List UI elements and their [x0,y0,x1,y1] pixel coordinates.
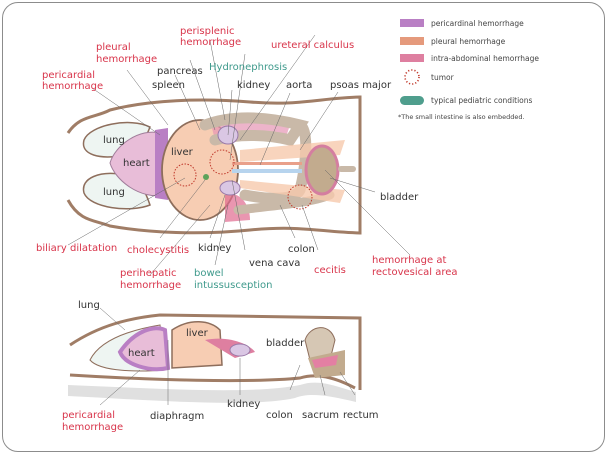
legend-swatch-pericardinal [400,19,424,27]
label-cecitis: cecitis [314,265,346,276]
side-label-kidney: kidney [227,399,260,410]
label-lung-upper: lung [103,135,125,146]
legend-label: tumor [431,73,455,82]
legend: pericardinal hemorrhage pleural hemorrha… [398,19,539,121]
legend-swatch-pleural [400,37,424,45]
side-label-liver: liver [186,328,209,339]
label-psoas-major: psoas major [330,80,392,91]
figure-frame [2,2,605,452]
pill-icon [400,96,424,105]
side-label-lung: lung [78,300,100,311]
vena-cava-shape [232,169,302,173]
label-liver: liver [171,147,194,158]
label-cholecystitis: cholecystitis [127,245,189,256]
side-liver-shape [171,321,223,369]
side-kidney-shape [229,343,251,357]
legend-label: pleural hemorrhage [431,37,506,46]
label-kidney-bottom: kidney [198,243,231,254]
leader-lines [67,34,411,276]
side-label-rectum: rectum [343,410,379,421]
side-leader-lines [99,307,356,406]
aorta-shape [232,162,302,165]
side-label-heart: heart [128,348,155,359]
body-outline [66,95,362,235]
side-label-diaphragm: diaphragm [150,411,204,422]
label-bladder: bladder [380,192,419,203]
label-aorta: aorta [286,80,312,91]
side-label-colon: colon [266,410,293,421]
bladder-shape [304,144,340,196]
legend-note: *The small intestine is also embedded. [398,113,525,121]
side-label-bladder: bladder [266,338,305,349]
side-body-outline [69,313,362,390]
label-vena-cava: vena cava [249,258,300,269]
tumor-kidney [209,149,235,175]
label-kidney-top: kidney [237,80,270,91]
rectum-shape [338,166,356,172]
side-rectovesical-hemorrhage [312,355,338,368]
label-ureteral-calculus: ureteral calculus [271,40,354,51]
label-hydronephrosis: Hydronephrosis [209,62,287,73]
dotted-circle-icon [404,69,420,85]
side-heart-shape [117,326,171,372]
label-heart: heart [123,158,150,169]
legend-label: intra-abdominal hemorrhage [431,54,539,63]
spine-shape [68,382,356,403]
kidney-lower-shape [219,180,241,196]
label-pancreas: pancreas [157,66,203,77]
side-back-outline [69,373,356,390]
legend-swatch-intra-abdominal [400,54,424,62]
gallbladder-shape [203,174,209,180]
tumor-cecum [287,184,313,210]
label-spleen: spleen [152,80,185,91]
side-label-sacrum: sacrum [302,410,339,421]
label-colon: colon [288,244,315,255]
label-biliary-dilatation: biliary dilatation [36,243,117,254]
psoas-lower [240,180,345,203]
legend-label: pericardinal hemorrhage [431,19,524,28]
label-lung-lower: lung [103,187,125,198]
tumor-liver [173,163,197,187]
legend-label: typical pediatric conditions [431,96,533,105]
